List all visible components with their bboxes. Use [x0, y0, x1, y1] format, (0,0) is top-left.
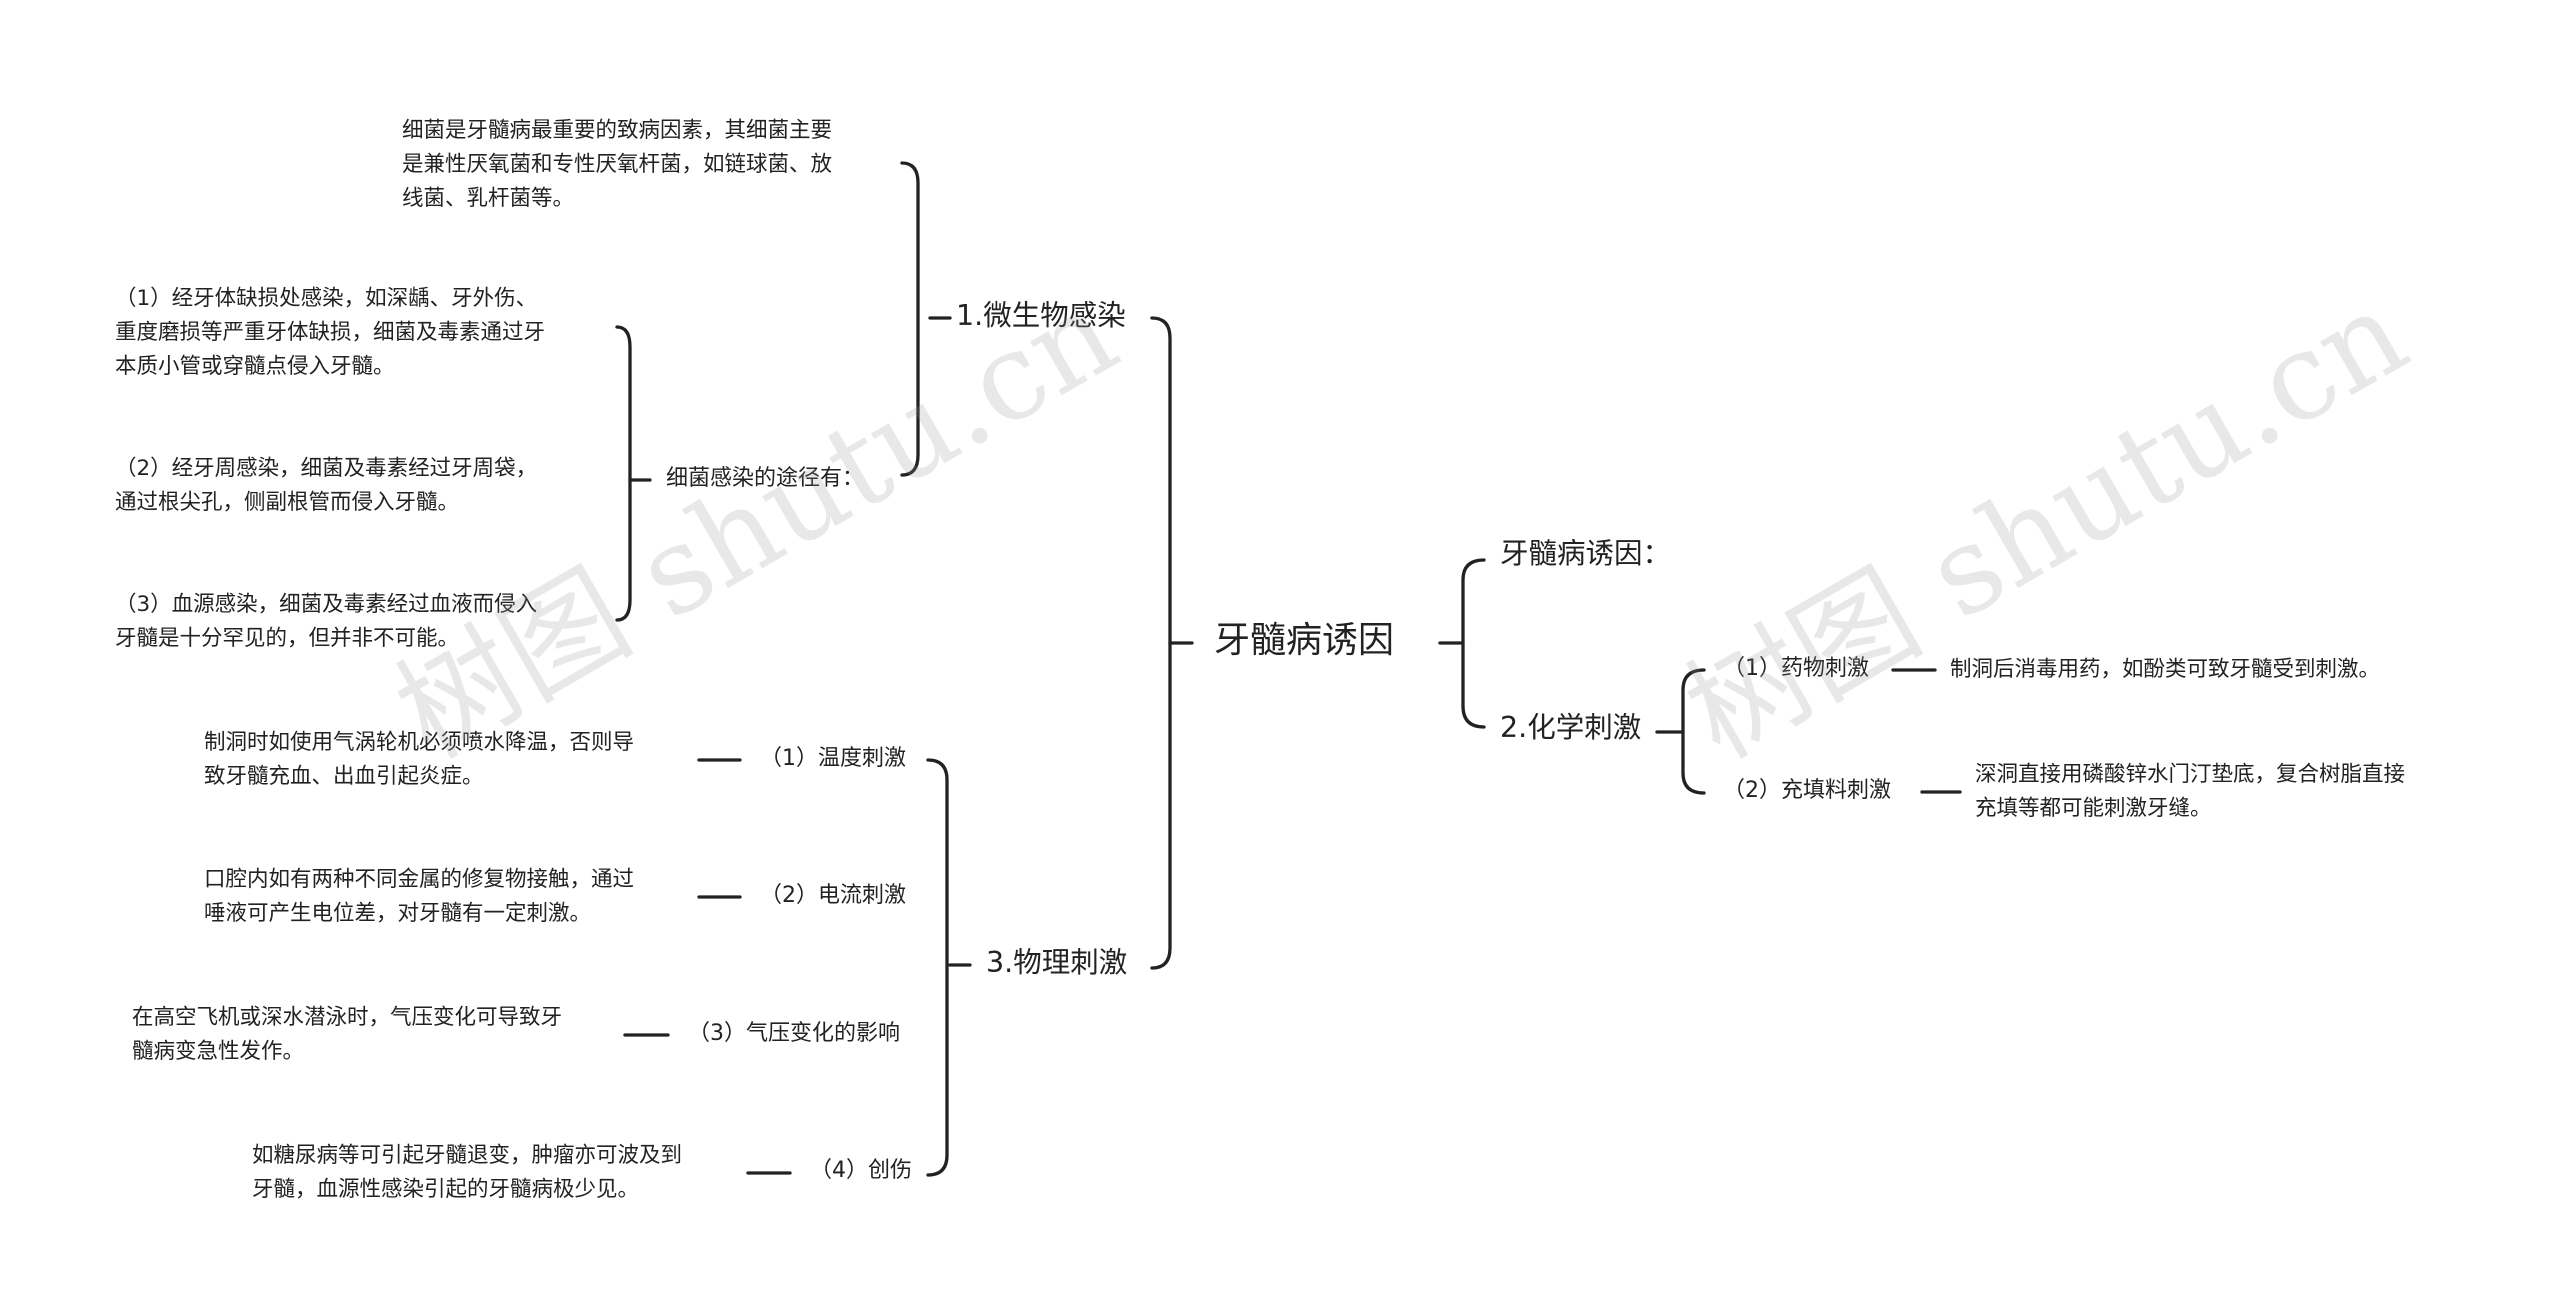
filling-stimulus-node[interactable]: （2）充填料刺激 — [1723, 778, 1891, 803]
text-line: 髓病变急性发作。 — [132, 1039, 305, 1064]
text-line: 充填等都可能刺激牙缝。 — [1975, 796, 2212, 821]
text-line: 是兼性厌氧菌和专性厌氧杆菌，如链球菌、放 — [402, 152, 833, 177]
bracket-chemical — [1681, 668, 1706, 795]
physical-stimulus-node[interactable]: 3.物理刺激 — [986, 946, 1128, 979]
intro-node[interactable]: 牙髓病诱因： — [1500, 537, 1672, 570]
bracket-root-left — [1150, 316, 1172, 970]
trauma-node[interactable]: （4）创伤 — [810, 1158, 912, 1183]
temperature-stimulus-text: 制洞时如使用气涡轮机必须喷水降温，否则导 致牙髓充血、出血引起炎症。 — [204, 726, 634, 794]
temperature-stimulus-node[interactable]: （1）温度刺激 — [760, 746, 906, 771]
text-line: 重度磨损等严重牙体缺损，细菌及毒素通过牙 — [115, 320, 546, 345]
text-line: 细菌是牙髓病最重要的致病因素，其细菌主要 — [402, 118, 833, 143]
drug-stimulus-text: 制洞后消毒用药，如酚类可致牙髓受到刺激。 — [1950, 657, 2381, 682]
drug-stimulus-node[interactable]: （1）药物刺激 — [1723, 656, 1869, 681]
text-line: 牙髓是十分罕见的，但并非不可能。 — [115, 626, 460, 651]
text-line: 口腔内如有两种不同金属的修复物接触，通过 — [204, 867, 635, 892]
bracket-route — [615, 325, 632, 622]
text-line: （2）经牙周感染，细菌及毒素经过牙周袋， — [115, 456, 538, 481]
pressure-change-node[interactable]: （3）气压变化的影响 — [688, 1021, 900, 1046]
electric-stimulus-node[interactable]: （2）电流刺激 — [760, 883, 906, 908]
text-line: 牙髓，血源性感染引起的牙髓病极少见。 — [252, 1177, 640, 1202]
route-item-1: （1）经牙体缺损处感染，如深龋、牙外伤、 重度磨损等严重牙体缺损，细菌及毒素通过… — [115, 282, 545, 384]
text-line: 深洞直接用磷酸锌水门汀垫底，复合树脂直接 — [1975, 762, 2406, 787]
text-line: 通过根尖孔，侧副根管而侵入牙髓。 — [115, 490, 460, 515]
text-line: 在高空飞机或深水潜泳时，气压变化可导致牙 — [132, 1005, 563, 1030]
text-line: 如糖尿病等可引起牙髓退变，肿瘤亦可波及到 — [252, 1143, 683, 1168]
bacteria-intro-text: 细菌是牙髓病最重要的致病因素，其细菌主要 是兼性厌氧菌和专性厌氧杆菌，如链球菌、… — [402, 114, 832, 216]
filling-stimulus-text: 深洞直接用磷酸锌水门汀垫底，复合树脂直接 充填等都可能刺激牙缝。 — [1975, 758, 2405, 826]
text-line: 致牙髓充血、出血引起炎症。 — [204, 764, 484, 789]
pressure-change-text: 在高空飞机或深水潜泳时，气压变化可导致牙 髓病变急性发作。 — [132, 1001, 562, 1069]
infection-route-node[interactable]: 细菌感染的途径有： — [666, 466, 865, 491]
root-node[interactable]: 牙髓病诱因 — [1214, 620, 1395, 661]
text-line: 制洞时如使用气涡轮机必须喷水降温，否则导 — [204, 730, 635, 755]
text-line: （3）血源感染，细菌及毒素经过血液而侵入 — [115, 592, 538, 617]
route-item-2: （2）经牙周感染，细菌及毒素经过牙周袋， 通过根尖孔，侧副根管而侵入牙髓。 — [115, 452, 537, 520]
trauma-text: 如糖尿病等可引起牙髓退变，肿瘤亦可波及到 牙髓，血源性感染引起的牙髓病极少见。 — [252, 1139, 682, 1207]
text-line: 本质小管或穿髓点侵入牙髓。 — [115, 354, 395, 379]
route-item-3: （3）血源感染，细菌及毒素经过血液而侵入 牙髓是十分罕见的，但并非不可能。 — [115, 588, 537, 656]
text-line: 线菌、乳杆菌等。 — [402, 186, 575, 211]
text-line: 唾液可产生电位差，对牙髓有一定刺激。 — [204, 901, 592, 926]
chemical-node[interactable]: 2.化学刺激 — [1500, 711, 1642, 744]
text-line: （1）经牙体缺损处感染，如深龋、牙外伤、 — [115, 286, 538, 311]
electric-stimulus-text: 口腔内如有两种不同金属的修复物接触，通过 唾液可产生电位差，对牙髓有一定刺激。 — [204, 863, 634, 931]
bracket-root-right — [1461, 558, 1486, 729]
micro-infection-node[interactable]: 1.微生物感染 — [956, 299, 1126, 332]
bracket-micro — [900, 161, 920, 477]
bracket-physical — [926, 758, 949, 1177]
